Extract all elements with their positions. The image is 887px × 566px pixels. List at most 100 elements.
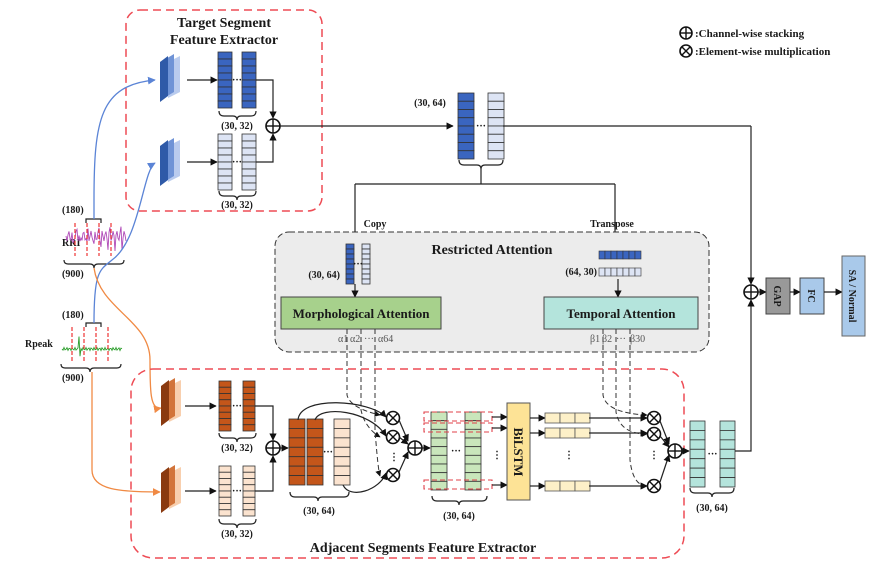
gap-label: GAP	[771, 285, 782, 306]
feature-cell	[361, 248, 371, 255]
alpha-1: α1	[338, 334, 348, 345]
feature-cell	[487, 92, 505, 102]
feature-cell	[361, 273, 371, 280]
stack-op-icon	[407, 440, 423, 456]
feature-cell	[333, 465, 351, 476]
feature-cell	[306, 418, 324, 429]
alpha-64: α64	[378, 334, 393, 345]
feature-map-adjacent-rri: ···	[218, 380, 256, 432]
legend: :Channel-wise stacking :Element-wise mul…	[679, 26, 830, 58]
feature-cell	[218, 478, 232, 486]
feature-cell	[242, 393, 256, 401]
rri-to-adjacent-curve	[93, 267, 162, 414]
feature-cell	[218, 424, 232, 432]
feature-cell	[306, 428, 324, 439]
vertical-ellipsis: ⋮	[389, 452, 399, 463]
feature-cell	[333, 418, 351, 429]
feature-cell	[217, 100, 233, 109]
feature-cell	[218, 490, 232, 498]
feature-cell	[218, 496, 232, 504]
adjacent-top-shape: (30, 32)	[221, 443, 253, 454]
feature-map-transpose	[598, 250, 642, 277]
feature-cell	[719, 448, 736, 460]
ellipsis: ···	[707, 449, 717, 460]
morphological-attention-box	[280, 296, 442, 330]
feature-cell	[361, 268, 371, 275]
feature-cell	[361, 253, 371, 260]
stack-op-icon	[265, 118, 281, 134]
feature-cell	[457, 100, 475, 110]
feature-cell	[628, 267, 636, 277]
target-bottom-shape: (30, 32)	[221, 200, 253, 211]
adjacent-extractor-title: Adjacent Segments Feature Extractor	[310, 541, 536, 556]
feature-cell	[306, 465, 324, 476]
beta-30: β30	[630, 334, 645, 345]
feature-cell	[217, 140, 233, 149]
feature-map-adjacent-rpeak: ···	[218, 465, 256, 517]
conv-block-icon	[161, 465, 181, 513]
feature-cell	[306, 437, 324, 448]
feature-cell	[487, 125, 505, 135]
feature-cell	[464, 446, 482, 456]
feature-cell	[719, 420, 736, 431]
feature-cell	[719, 467, 736, 478]
feature-cell	[464, 480, 482, 491]
feature-cell	[345, 248, 355, 255]
feature-cell	[241, 133, 257, 142]
feature-cell	[430, 437, 448, 448]
ellipsis: ···	[476, 121, 486, 132]
feature-cell	[719, 430, 736, 441]
ellipsis: ···	[323, 447, 333, 458]
feature-cell	[242, 405, 256, 413]
target-extractor-title-2: Feature Extractor	[170, 33, 278, 48]
temporal-attention-label: Temporal Attention	[567, 306, 677, 321]
feature-cell	[634, 250, 642, 260]
feature-cell	[719, 477, 736, 488]
feature-cell	[487, 109, 505, 119]
feature-map-adjacent-output: ···	[689, 420, 736, 488]
feature-cell	[218, 411, 232, 419]
feature-cell	[430, 454, 448, 465]
feature-cell	[487, 150, 505, 160]
feature-cell	[288, 446, 306, 458]
conv-layer	[161, 467, 169, 513]
feature-cell	[242, 399, 256, 407]
merged-target-shape: (30, 64)	[414, 98, 446, 109]
feature-cell	[306, 475, 324, 486]
output-label: SA / Normal	[846, 270, 857, 323]
feature-map-adjacent-merged: ···	[288, 418, 351, 486]
feature-cell	[217, 175, 233, 184]
restricted-attention-title: Restricted Attention	[432, 243, 553, 258]
feature-cell	[689, 430, 706, 441]
rpeak-to-target-curve	[93, 162, 156, 324]
feature-cell	[218, 386, 232, 394]
feature-cell	[241, 86, 257, 95]
conv-block-icon	[161, 378, 181, 426]
feature-cell	[242, 424, 256, 432]
adjacent-bottom-shape: (30, 32)	[221, 529, 253, 540]
rri-to-target-curve	[93, 76, 156, 201]
feature-cell	[217, 51, 233, 60]
feature-cell	[242, 386, 256, 394]
lstm-output-cell	[559, 480, 576, 492]
feature-cell	[218, 465, 232, 473]
feature-cell	[487, 142, 505, 152]
feature-cell	[361, 278, 371, 285]
feature-map-copy: ···	[345, 243, 371, 285]
feature-cell	[457, 92, 475, 102]
feature-cell	[217, 161, 233, 170]
feature-cell	[430, 420, 448, 430]
feature-cell	[598, 267, 606, 277]
circle-plus-icon	[679, 26, 693, 40]
feature-cell	[241, 154, 257, 163]
feature-map-target-merged: ···	[457, 92, 505, 160]
feature-cell	[241, 58, 257, 67]
feature-cell	[242, 496, 256, 504]
classifier-head: GAP FC SA / Normal	[743, 255, 866, 337]
feature-cell	[217, 93, 233, 102]
target-extractor-title-1: Target Segment	[177, 16, 271, 31]
lstm-output-cell	[544, 427, 561, 439]
feature-cell	[487, 117, 505, 127]
feature-cell	[242, 478, 256, 486]
